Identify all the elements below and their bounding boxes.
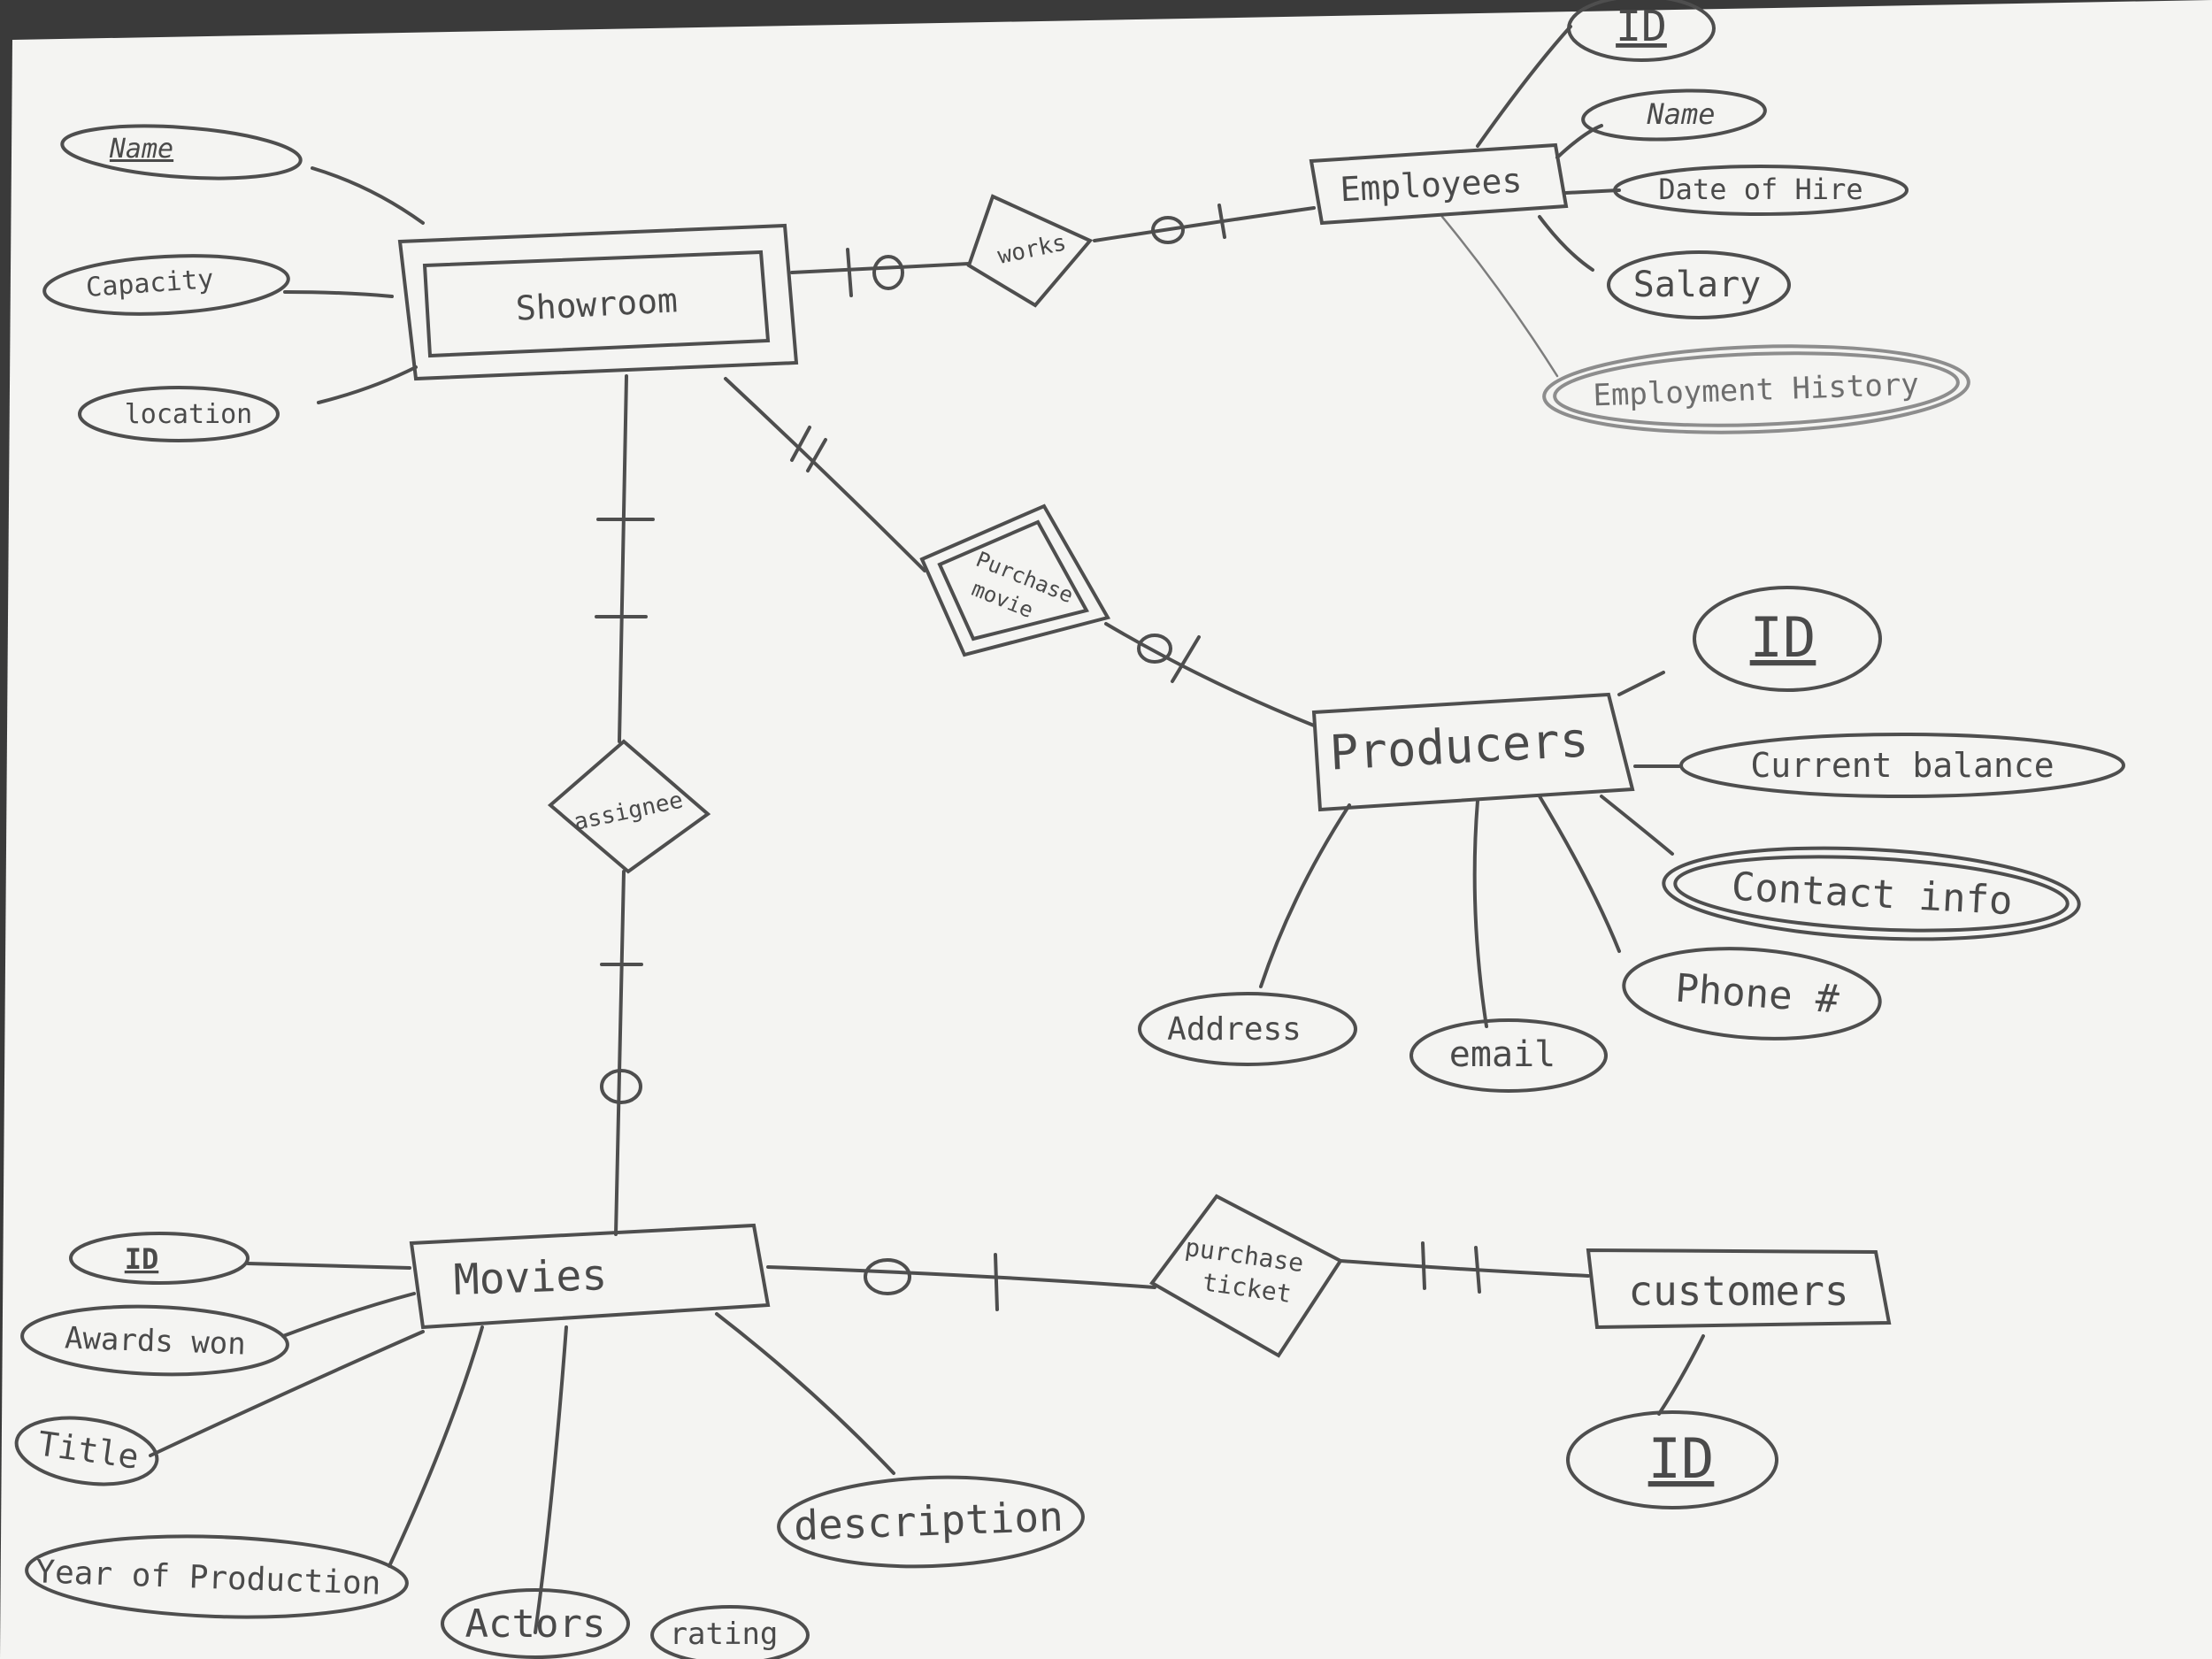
entity-label: Producers: [1328, 711, 1590, 780]
entity-employees: Employees: [1309, 142, 1569, 226]
attribute-employees-employment-history: Employment History: [1542, 344, 1970, 434]
zero-circle-mark: [1137, 634, 1172, 664]
one-bar-mark: [846, 248, 853, 297]
entity-showroom: Showroom: [397, 223, 799, 381]
svg-text:ID: ID: [1616, 2, 1667, 51]
svg-text:Current balance: Current balance: [1750, 746, 2054, 785]
one-bar-mark: [790, 426, 811, 462]
svg-text:Date of Hire: Date of Hire: [1658, 173, 1863, 206]
svg-text:ID: ID: [125, 1242, 159, 1276]
svg-text:location: location: [125, 399, 253, 430]
one-bar-mark: [1217, 204, 1226, 239]
attribute-movies-id: ID: [69, 1232, 250, 1285]
svg-text:Salary: Salary: [1633, 265, 1762, 305]
entity-customers: customers: [1586, 1248, 1892, 1330]
attribute-employees-name: Name: [1581, 88, 1767, 142]
attribute-producers-email: email: [1409, 1018, 1608, 1093]
zero-circle-mark: [864, 1258, 911, 1295]
relationship-purchase-movie: Purchase movie: [919, 503, 1111, 657]
relationship-label: assignee: [572, 787, 686, 835]
one-bar-mark: [994, 1253, 999, 1311]
attribute-movies-awards-won: Awards won: [20, 1304, 289, 1377]
one-bar-mark: [1474, 1246, 1481, 1294]
attribute-producers-address: Address: [1138, 992, 1357, 1066]
attribute-movies-rating: rating: [650, 1605, 810, 1659]
svg-text:email: email: [1449, 1034, 1555, 1075]
attribute-movies-title: Title: [14, 1416, 159, 1486]
svg-text:Employment History: Employment History: [1593, 367, 1920, 414]
zero-circle-mark: [1151, 216, 1185, 244]
attribute-producers-id: ID: [1693, 586, 1882, 692]
attribute-movies-year-of-production: Year of Production: [25, 1534, 409, 1619]
svg-text:Name: Name: [109, 134, 173, 165]
attribute-producers-contact-info: Contact info: [1662, 846, 2081, 941]
one-bar-mark: [1421, 1241, 1426, 1290]
svg-text:Actors: Actors: [465, 1601, 606, 1647]
one-bar-mark: [806, 438, 827, 472]
svg-text:Address: Address: [1167, 1011, 1302, 1048]
svg-text:Year of Production: Year of Production: [35, 1554, 381, 1602]
relationship-works: works: [966, 194, 1094, 308]
svg-text:Awards won: Awards won: [64, 1320, 246, 1362]
connectors: [149, 25, 1705, 1634]
relationship-label: purchase: [1183, 1233, 1305, 1278]
one-bar-mark: [1171, 635, 1201, 683]
zero-circle-mark: [872, 255, 904, 290]
attribute-showroom-location: location: [78, 386, 280, 442]
relationship-assignee: assignee: [547, 739, 711, 874]
attribute-showroom-name: Name: [60, 124, 303, 180]
entity-label: Employees: [1339, 161, 1523, 210]
attribute-customers-id: ID: [1566, 1410, 1778, 1509]
entity-movies: Movies: [409, 1223, 771, 1330]
attribute-showroom-capacity: Capacity: [42, 254, 290, 316]
svg-text:Phone #: Phone #: [1674, 966, 1841, 1023]
svg-text:Title: Title: [35, 1424, 141, 1476]
entity-label: Movies: [453, 1250, 608, 1305]
svg-text:ID: ID: [1750, 605, 1816, 670]
svg-text:description: description: [793, 1493, 1064, 1550]
entity-label: Showroom: [515, 280, 679, 328]
zero-circle-mark: [600, 1069, 642, 1104]
attribute-movies-description: description: [777, 1475, 1085, 1569]
entity-label: customers: [1628, 1267, 1848, 1315]
cardinality-marks: [595, 204, 1481, 1311]
relationship-label: works: [995, 229, 1069, 270]
svg-text:rating: rating: [670, 1617, 779, 1652]
svg-text:Name: Name: [1646, 97, 1715, 131]
svg-text:Capacity: Capacity: [85, 264, 215, 303]
attribute-producers-current-balance: Current balance: [1679, 733, 2125, 798]
svg-text:Contact info: Contact info: [1731, 864, 2014, 925]
relationship-purchase-ticket: purchase ticket: [1149, 1194, 1343, 1358]
attribute-employees-id: ID: [1567, 0, 1716, 62]
attribute-producers-phone: Phone #: [1622, 947, 1882, 1041]
svg-text:ID: ID: [1648, 1426, 1715, 1491]
attribute-movies-actors: Actors: [441, 1588, 630, 1659]
attribute-employees-salary: Salary: [1607, 250, 1791, 319]
entity-producers: Producers: [1311, 692, 1635, 812]
attribute-employees-date-of-hire: Date of Hire: [1613, 165, 1909, 216]
